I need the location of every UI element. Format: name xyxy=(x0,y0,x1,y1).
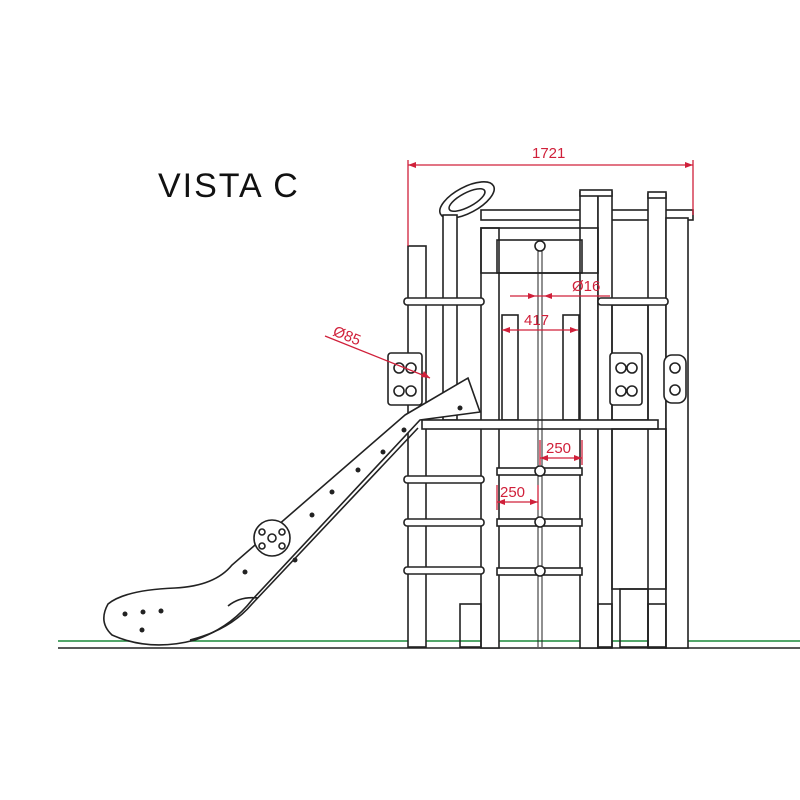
dimension-net-horizontal: 250 xyxy=(539,440,583,465)
rope-net xyxy=(496,240,583,647)
bracket-plates xyxy=(387,352,687,406)
rope-diameter-label: Ø16 xyxy=(572,278,600,295)
dimension-net-vertical: 250 xyxy=(496,484,539,510)
rope-spacing-label: 417 xyxy=(524,312,549,329)
dimension-rope-diameter: Ø16 xyxy=(510,278,610,299)
side-rungs xyxy=(403,297,669,575)
dimension-rope-spacing: 417 xyxy=(502,312,578,333)
slide xyxy=(103,376,482,646)
view-title: VISTA C xyxy=(158,167,300,205)
net-horizontal-label: 250 xyxy=(546,440,571,457)
net-vertical-label: 250 xyxy=(500,484,525,501)
dimension-overall-width: 1721 xyxy=(407,145,694,246)
overall-width-label: 1721 xyxy=(532,145,565,162)
